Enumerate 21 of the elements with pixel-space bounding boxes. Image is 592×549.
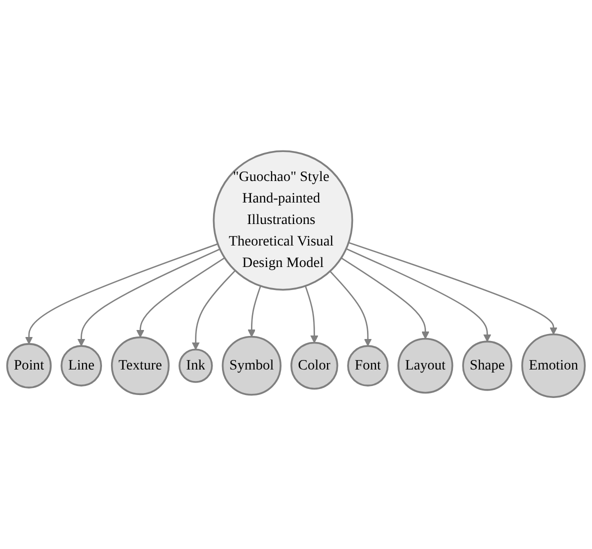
node-circle: Color	[290, 342, 338, 390]
node-circle: Layout	[398, 338, 454, 394]
node-circle: Symbol	[222, 336, 282, 396]
arrow	[304, 286, 318, 344]
node-circle: Font	[347, 345, 389, 387]
node-circle: Shape	[462, 341, 512, 392]
node-circle: Ink	[178, 349, 213, 384]
arrow	[192, 270, 236, 350]
arrow	[330, 271, 372, 347]
node-circle: Line	[60, 345, 102, 387]
arrow	[77, 248, 220, 347]
arrow	[136, 258, 226, 338]
node-circle: Texture	[110, 336, 170, 396]
arrow	[346, 248, 492, 342]
arrow	[348, 242, 558, 336]
arrow	[25, 244, 218, 345]
arrow	[340, 258, 430, 340]
node-circle: "Guochao" Style Hand-painted Illustrations Theoretical Visual Design Model	[212, 150, 354, 291]
node-circle: Emotion	[521, 334, 586, 398]
node-circle: Point	[6, 343, 52, 389]
arrow	[248, 286, 262, 338]
